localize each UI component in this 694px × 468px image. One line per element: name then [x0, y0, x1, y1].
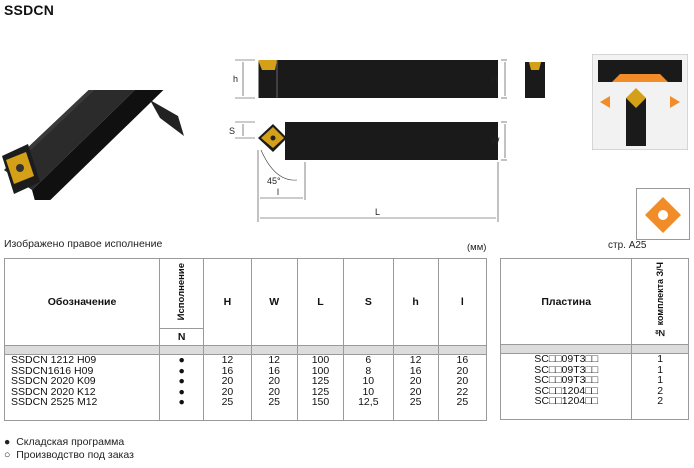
header-set-no: № комплекта З/Ч — [631, 258, 689, 345]
insert-table-body: SC□□09T3□□SC□□09T3□□SC□□09T3□□SC□□1204□□… — [499, 353, 689, 420]
dim-h-label: h — [233, 74, 238, 84]
header-L: L — [296, 258, 345, 346]
insert-image — [636, 188, 690, 240]
header-S: S — [343, 258, 394, 346]
header-designation: Обозначение — [3, 258, 161, 346]
header-l: l — [437, 258, 488, 346]
filled-circle-icon: ● — [4, 436, 11, 448]
dim-angle-label: 45° — [267, 176, 281, 186]
header-H: H — [203, 258, 252, 346]
front-view-image — [525, 62, 545, 98]
dim-l-label: l — [277, 187, 279, 197]
header-execution: Исполнение — [159, 258, 205, 329]
column-execution: ●●●●● — [159, 354, 205, 421]
legend-item-stock: ● Складская программа — [4, 436, 125, 448]
units-label: (мм) — [467, 242, 487, 253]
insert-table: Пластина № комплекта З/Ч SC□□09T3□□SC□□0… — [499, 258, 689, 420]
legend-item-order: ○ Производство под заказ — [4, 449, 134, 461]
dim-H-label: H — [491, 74, 498, 84]
column-insert: SC□□09T3□□SC□□09T3□□SC□□09T3□□SC□□1204□□… — [499, 353, 633, 420]
header-h: h — [392, 258, 439, 346]
header-W: W — [250, 258, 298, 346]
caption: Изображено правое исполнение — [4, 238, 163, 250]
main-table: Обозначение Исполнение H W L S h l N SSD… — [3, 258, 488, 421]
header-insert: Пластина — [499, 258, 633, 345]
page-title: SSDCN — [4, 2, 55, 18]
page-reference-link[interactable]: стр. A25 — [608, 240, 647, 251]
header-execution-sub: N — [159, 328, 205, 346]
dim-W-label: W — [491, 136, 500, 146]
detail-image — [592, 54, 688, 150]
empty-circle-icon: ○ — [4, 449, 11, 461]
tool-3d-image — [2, 90, 184, 200]
dim-L-label: L — [375, 207, 380, 217]
dimension-drawing: h H S W l L 45° — [229, 59, 507, 222]
dim-S-label: S — [229, 126, 235, 136]
